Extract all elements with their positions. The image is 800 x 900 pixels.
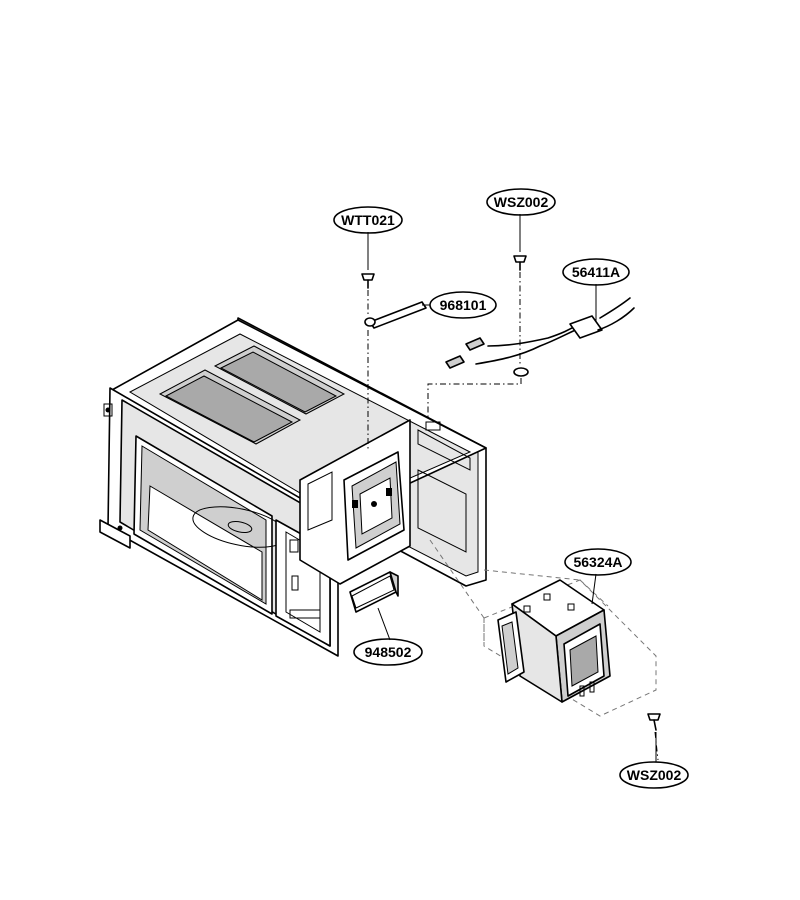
callout-WSZ002-top: WSZ002: [486, 188, 556, 216]
svg-text:968101: 968101: [440, 297, 487, 313]
svg-text:56411A: 56411A: [572, 264, 620, 280]
microwave-chassis: [99, 317, 487, 657]
leader-lines: [367, 214, 657, 762]
capacitor-948502: [349, 571, 399, 613]
svg-text:WTT021: WTT021: [341, 212, 395, 228]
callout-948502: 948502: [353, 638, 423, 666]
svg-text:WSZ002: WSZ002: [627, 767, 682, 783]
callout-968101: 968101: [429, 291, 497, 319]
screw-WSZ002-bottom-icon: [647, 713, 661, 731]
screw-WSZ002-top-icon: [513, 255, 527, 271]
thermal-cutout-harness-56411A: [445, 297, 635, 377]
svg-text:948502: 948502: [365, 644, 412, 660]
svg-text:56324A: 56324A: [573, 554, 622, 570]
callout-WTT021: WTT021: [333, 206, 403, 234]
screw-WTT021-icon: [361, 273, 375, 289]
magnetron-56324A: [429, 539, 657, 717]
callout-56324A: 56324A: [564, 548, 632, 576]
svg-text:WSZ002: WSZ002: [494, 194, 549, 210]
callout-56411A: 56411A: [562, 258, 630, 286]
sensor-968101: [364, 301, 427, 329]
callout-WSZ002-bottom: WSZ002: [619, 761, 689, 789]
